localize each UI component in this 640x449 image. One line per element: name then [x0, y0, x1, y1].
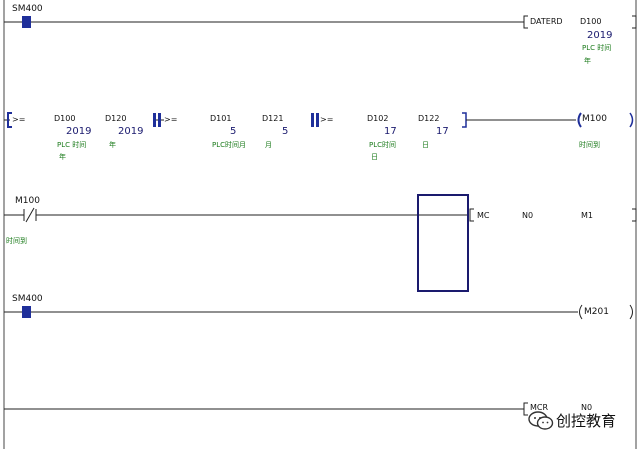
device-label: D102	[367, 114, 389, 123]
instruction-name-mcr[interactable]: MCR	[530, 403, 549, 412]
instruction-name-daterd[interactable]: DATERD	[530, 17, 563, 26]
device-comment: 时间到	[6, 237, 27, 245]
device-value: 17	[436, 126, 449, 137]
device-comment: 年	[59, 153, 66, 161]
contact-sm400-marker-2[interactable]	[22, 306, 31, 318]
contact-sm400-marker[interactable]	[22, 16, 31, 28]
coil-label-m100[interactable]: M100	[582, 114, 607, 124]
compare-operator[interactable]: >=	[320, 115, 334, 124]
contact-label-sm400[interactable]: SM400	[12, 4, 43, 14]
device-comment: 日	[422, 141, 429, 149]
instruction-value: 2019	[587, 30, 613, 41]
device-label: D120	[105, 114, 127, 123]
device-label: D122	[418, 114, 440, 123]
device-value: 5	[230, 126, 237, 137]
device-comment: PLC时间月	[212, 141, 247, 149]
instruction-nest-n0: N0	[522, 211, 534, 220]
coil-label-m201[interactable]: M201	[584, 307, 609, 317]
device-comment: 日	[371, 153, 378, 161]
instruction-nest-n0-2: N0	[581, 403, 593, 412]
device-label: D100	[54, 114, 76, 123]
instruction-operand-d100: D100	[580, 17, 602, 26]
instruction-name-mc[interactable]: MC	[477, 211, 490, 220]
compare-separator-1	[153, 113, 156, 127]
device-value: 2019	[118, 126, 144, 137]
device-label: D121	[262, 114, 284, 123]
device-comment: PLC 时间	[57, 141, 87, 149]
cursor-selection-box[interactable]	[417, 194, 469, 292]
device-comment: PLC时间	[369, 141, 397, 149]
compare-operator[interactable]: >=	[164, 115, 178, 124]
rung-2[interactable]	[4, 112, 634, 128]
device-value: 2019	[66, 126, 92, 137]
device-comment: PLC 时间	[582, 44, 612, 52]
contact-label-sm400-2[interactable]: SM400	[12, 294, 43, 304]
rung-1[interactable]	[4, 15, 637, 29]
watermark-text: 创控教育	[556, 412, 617, 430]
coil-m201-shape	[579, 304, 583, 320]
device-label: D101	[210, 114, 232, 123]
device-comment: 年	[109, 141, 116, 149]
compare-separator-2	[311, 113, 314, 127]
device-value: 5	[282, 126, 289, 137]
instruction-bracket-right	[632, 15, 637, 29]
wechat-icon	[528, 411, 554, 430]
rung-3[interactable]	[4, 194, 637, 292]
rung-4[interactable]	[4, 304, 633, 320]
rung-5[interactable]	[4, 402, 528, 416]
nc-contact-slash	[25, 207, 35, 223]
instruction-bracket-left	[523, 15, 528, 29]
compare-operator[interactable]: >=	[12, 115, 26, 124]
coil-m100-shape	[577, 112, 582, 128]
device-comment: 时间到	[579, 141, 600, 149]
device-value: 17	[384, 126, 397, 137]
device-comment: 月	[265, 141, 272, 149]
contact-label-m100[interactable]: M100	[15, 196, 40, 206]
device-comment: 年	[584, 57, 591, 65]
instruction-device-m1: M1	[581, 211, 593, 220]
